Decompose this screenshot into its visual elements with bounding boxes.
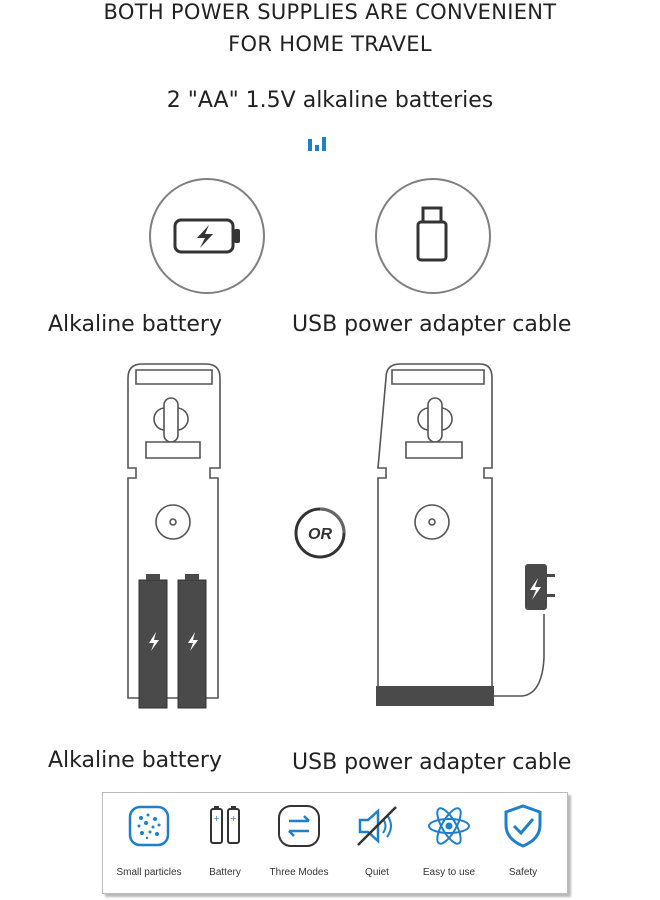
feature-label: Easy to use <box>422 867 476 878</box>
usb-option-circle <box>375 178 491 294</box>
feature-label: Battery <box>209 867 241 878</box>
feature-quiet: Quiet <box>341 801 413 878</box>
aa-battery-pair <box>138 574 207 709</box>
svg-text:+: + <box>230 814 237 823</box>
battery-pair-icon: + + <box>210 806 240 844</box>
feature-battery: + + Battery <box>189 801 261 878</box>
feature-label: Quiet <box>365 867 389 878</box>
feature-small-particles: Small particles <box>113 801 185 878</box>
feature-label: Safety <box>508 867 538 878</box>
usb-plug-icon <box>416 206 448 262</box>
feature-label: Small particles <box>116 867 182 878</box>
feature-safety: Safety <box>487 801 559 878</box>
signal-bars-icon <box>308 137 326 151</box>
device-battery-illustration <box>127 363 221 709</box>
or-badge: OR <box>294 507 346 559</box>
subline: 2 "AA" 1.5V alkaline batteries <box>166 88 494 113</box>
particles-icon <box>128 805 170 847</box>
feature-easy-to-use: Easy to use <box>413 801 485 878</box>
feature-label: Three Modes <box>269 867 329 878</box>
option-label-battery-bottom: Alkaline battery <box>48 748 222 773</box>
muted-speaker-icon <box>357 806 397 846</box>
battery-icon <box>173 218 240 254</box>
atom-icon <box>428 807 470 845</box>
device-usb-illustration <box>376 363 555 706</box>
option-label-battery-top: Alkaline battery <box>48 312 222 337</box>
headline-line-1: BOTH POWER SUPPLIES ARE CONVENIENT <box>103 0 557 24</box>
feature-strip: Small particles + + Battery Three Modes … <box>102 792 568 894</box>
svg-text:+: + <box>213 814 220 823</box>
arrows-exchange-icon <box>278 805 320 847</box>
option-label-usb-top: USB power adapter cable <box>292 312 572 337</box>
headline-line-2: FOR HOME TRAVEL <box>228 32 432 56</box>
option-label-usb-bottom: USB power adapter cable <box>292 750 572 775</box>
or-text: OR <box>308 526 332 543</box>
shield-check-icon <box>504 804 542 848</box>
feature-three-modes: Three Modes <box>263 801 335 878</box>
battery-option-circle <box>149 178 265 294</box>
